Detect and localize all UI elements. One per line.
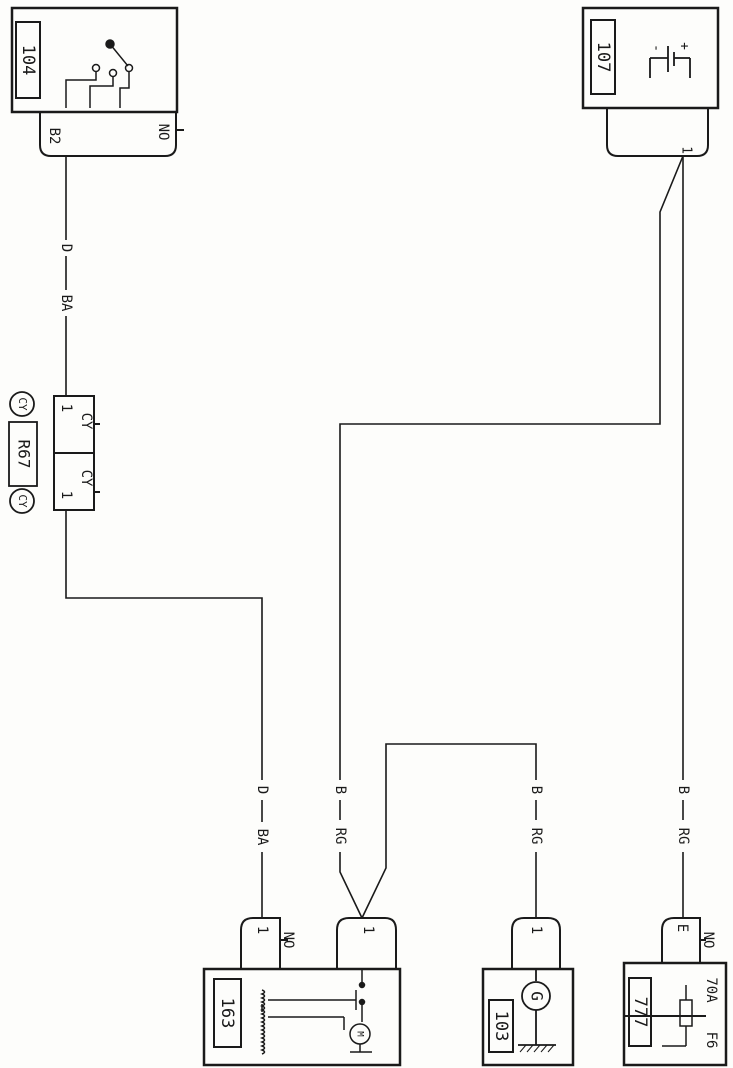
r67-left-circle <box>9 391 35 417</box>
r67-left-circle-text: CY <box>16 397 29 411</box>
r67-label-box <box>8 421 38 487</box>
connector-104-no: NO <box>155 124 171 141</box>
component-163 <box>202 917 402 1067</box>
relay-switch-icon <box>65 39 134 108</box>
fuse-label: F6 <box>703 1032 719 1049</box>
component-107 <box>581 6 720 157</box>
connector-777-no: NO <box>700 932 716 949</box>
r67-left-color: CY <box>78 413 94 430</box>
connector-103-pin: 1 <box>528 926 544 934</box>
battery-minus: - <box>649 44 664 52</box>
wire-4-color: RG <box>528 828 544 845</box>
component-104-id: 104 <box>18 45 38 76</box>
connector-777-pin: E <box>674 924 690 932</box>
wire-2-code: D <box>254 786 270 794</box>
wire-r67-to-163 <box>65 510 263 918</box>
connector-107-pin: 1 <box>679 146 694 154</box>
component-777 <box>622 917 728 1067</box>
generator-icon <box>518 969 556 1053</box>
wire-5-code: B <box>675 786 691 794</box>
wire-107-to-163 <box>339 155 684 919</box>
wire-3-code: B <box>332 786 348 794</box>
solenoid-motor-icon <box>259 969 372 1055</box>
wire-5-color: RG <box>675 828 691 845</box>
r67-right-color: CY <box>78 470 94 487</box>
component-103-id: 103 <box>491 1011 511 1042</box>
connector-104-b2: B2 <box>46 128 62 145</box>
connector-104-housing <box>39 112 177 157</box>
connector-r67-id: R67 <box>15 440 34 469</box>
motor-symbol: M <box>355 1031 365 1037</box>
connector-107-housing <box>606 108 709 157</box>
connector-163-no: NO <box>280 932 296 949</box>
connector-163-pin-b: 1 <box>360 926 376 934</box>
r67-right-pin: 1 <box>58 491 74 499</box>
component-107-id: 107 <box>593 42 613 73</box>
r67-right-circle-text: CY <box>16 494 29 508</box>
component-777-id: 777 <box>630 997 650 1028</box>
generator-symbol: G <box>528 991 547 1001</box>
wire-163-to-103 <box>361 743 537 919</box>
battery-plus: + <box>677 42 692 50</box>
connector-r67 <box>8 391 100 514</box>
connector-777-housing <box>661 917 701 963</box>
battery-icon <box>649 46 691 78</box>
component-163-id: 163 <box>217 998 237 1029</box>
connector-163-a <box>240 917 281 969</box>
r67-left-pin: 1 <box>58 404 74 412</box>
connector-163-pin-a: 1 <box>254 926 270 934</box>
wire-2-color: BA <box>254 829 270 846</box>
wire-1-color: BA <box>58 295 74 312</box>
r67-right-circle <box>9 488 35 514</box>
wire-1-code: D <box>58 244 74 252</box>
component-103 <box>481 917 575 1067</box>
wire-3-color: RG <box>332 828 348 845</box>
wires <box>65 155 684 919</box>
fuse-icon <box>662 985 693 1047</box>
wire-4-code: B <box>528 786 544 794</box>
connector-163-b <box>336 917 397 969</box>
fuse-rating: 70A <box>703 977 719 1003</box>
component-104 <box>10 6 184 157</box>
